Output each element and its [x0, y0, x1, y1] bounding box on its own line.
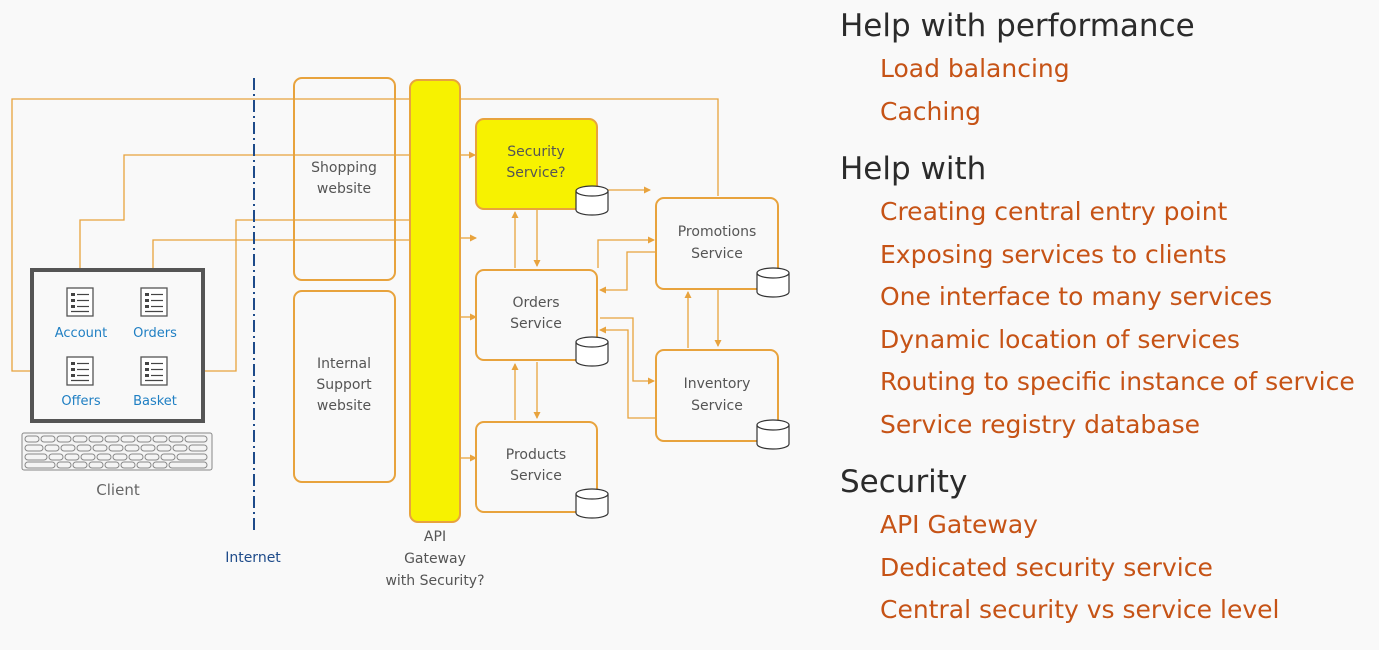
section-heading: Security — [840, 464, 968, 500]
database-icon — [756, 419, 790, 450]
service-label: Inventory — [684, 376, 751, 392]
list-item: Routing to specific instance of service — [880, 367, 1355, 396]
section-help-with: Help with Creating central entry point E… — [840, 147, 1375, 446]
box-label: website — [317, 181, 371, 197]
app-basket[interactable]: Basket — [133, 356, 177, 409]
document-icon — [66, 356, 94, 386]
database-icon — [575, 488, 609, 519]
box-label: Support — [316, 377, 372, 393]
shopping-website-box: Shopping website — [293, 77, 396, 281]
app-label: Account — [55, 326, 108, 341]
document-icon — [140, 356, 168, 386]
app-account[interactable]: Account — [55, 287, 108, 341]
app-orders[interactable]: Orders — [133, 287, 177, 341]
notes-panel: Help with performance Load balancing Cac… — [840, 4, 1375, 632]
products-service: Products Service — [475, 421, 609, 519]
list-item: Creating central entry point — [880, 197, 1228, 226]
orders-service: Orders Service — [475, 269, 609, 367]
service-label: Security — [507, 144, 565, 160]
service-label: Orders — [512, 295, 559, 311]
connection-lines — [11, 98, 722, 462]
list-item: Central security vs service level — [880, 595, 1280, 624]
app-offers[interactable]: Offers — [61, 356, 101, 409]
section-heading: Help with performance — [840, 8, 1195, 44]
internal-support-website-box: Internal Support website — [293, 290, 396, 483]
internet-label: Internet — [225, 550, 281, 566]
keyboard — [21, 432, 213, 471]
database-icon — [575, 336, 609, 367]
section-heading: Help with — [840, 151, 987, 187]
client-device: Client Account Orders Offers Basket — [21, 268, 213, 499]
service-label: Service — [510, 468, 562, 484]
promotions-service: Promotions Service — [655, 197, 790, 298]
security-service: Security Service? — [475, 118, 609, 216]
list-item: Dynamic location of services — [880, 324, 1240, 354]
service-label: Service? — [506, 165, 565, 181]
service-label: Service — [691, 246, 743, 262]
client-label: Client — [96, 481, 140, 499]
section-performance: Help with performance Load balancing Cac… — [840, 4, 1375, 133]
list-item: One interface to many services — [880, 282, 1273, 311]
api-gateway: API Gateway with Security? — [385, 79, 485, 589]
list-item: API Gateway — [880, 510, 1038, 539]
list-item: Service registry database — [880, 409, 1201, 439]
list-item: Load balancing — [880, 54, 1070, 83]
list-item: Exposing services to clients — [880, 239, 1227, 269]
database-icon — [575, 185, 609, 216]
gateway-label: Gateway — [404, 551, 466, 567]
box-label: website — [317, 398, 371, 414]
box-label: Shopping — [311, 160, 377, 176]
list-item: Caching — [880, 96, 982, 126]
gateway-label: API — [424, 529, 446, 545]
list-item: Dedicated security service — [880, 552, 1213, 582]
service-label: Promotions — [678, 224, 757, 240]
box-label: Internal — [317, 356, 371, 372]
internet-boundary: Internet — [225, 78, 281, 566]
app-label: Offers — [61, 394, 101, 409]
architecture-diagram: Client Account Orders Offers Basket Inte… — [11, 77, 790, 589]
inventory-service: Inventory Service — [655, 349, 790, 450]
service-label: Service — [510, 316, 562, 332]
app-label: Orders — [133, 326, 177, 341]
database-icon — [756, 267, 790, 298]
gateway-label: with Security? — [385, 573, 484, 589]
document-icon — [140, 287, 168, 317]
section-security: Security API Gateway Dedicated security … — [840, 460, 1375, 632]
document-icon — [66, 287, 94, 317]
service-label: Service — [691, 398, 743, 414]
app-label: Basket — [133, 394, 177, 409]
service-label: Products — [506, 447, 566, 463]
